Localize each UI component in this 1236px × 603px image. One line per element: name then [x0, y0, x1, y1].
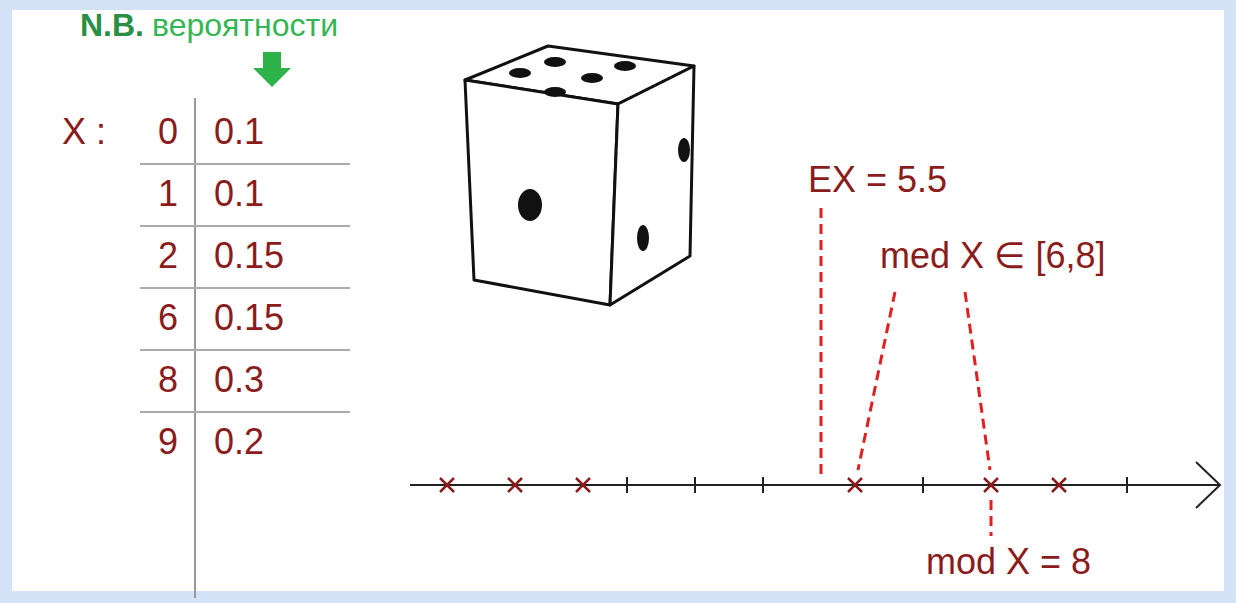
- variable-name: X :: [62, 112, 106, 152]
- value-marks: [440, 478, 1066, 492]
- table-lines: [140, 98, 350, 598]
- probability-cell: 0.3: [214, 360, 264, 400]
- dice: [465, 46, 694, 305]
- value-cell: 2: [158, 236, 178, 276]
- probability-cell: 0.15: [214, 236, 284, 276]
- probability-cell: 0.1: [214, 112, 264, 152]
- mode-label: mod X = 8: [926, 542, 1091, 582]
- number-line: [410, 462, 1220, 508]
- median-label: med X ∈ [6,8]: [880, 236, 1105, 276]
- probability-cell: 0.2: [214, 422, 264, 462]
- probability-cell: 0.15: [214, 298, 284, 338]
- probability-cell: 0.1: [214, 174, 264, 214]
- green-arrow: [253, 52, 291, 87]
- expectation-label: EX = 5.5: [808, 160, 947, 200]
- value-cell: 0: [158, 112, 178, 152]
- note-text: вероятности: [152, 8, 338, 43]
- dice-pips: [509, 57, 690, 251]
- value-cell: 1: [158, 174, 178, 214]
- value-cell: 9: [158, 422, 178, 462]
- value-cell: 6: [158, 298, 178, 338]
- note-mark: N.B.: [80, 8, 144, 43]
- value-cell: 8: [158, 360, 178, 400]
